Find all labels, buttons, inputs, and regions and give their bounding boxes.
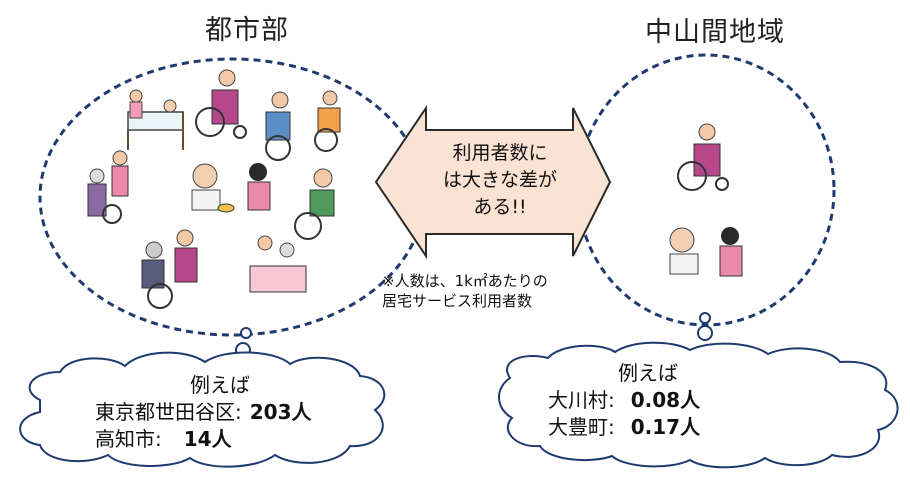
example-place: 大豊町: [548,415,615,439]
example-value: 0.17人 [630,415,701,439]
arrow-label: 利用者数に は大きな差が ある!! [421,140,579,221]
example-value: 203人 [249,400,312,424]
arrow-label-line1: 利用者数に [452,142,548,164]
walking-assist-icon [87,150,129,224]
example-row: 大川村: 0.08人 [548,387,748,414]
bed-care-icon [127,89,184,150]
urban-title: 都市部 [205,15,289,46]
rural-example-heading: 例えば [618,361,678,385]
example-place: 東京都世田谷区: [95,400,242,424]
feeding-care-icon [191,163,271,213]
wheelchair-icon [677,123,729,191]
rural-bubble-connector [697,312,713,341]
wheelchair-icon [265,91,291,161]
footnote-line1: ※人数は、1k㎡あたりの [382,272,548,290]
double-arrow [374,104,612,260]
example-place: 高知市: [95,427,162,451]
people-icons-rural [669,123,743,277]
rural-circle [576,53,836,327]
urban-examples: 例えば 東京都世田谷区: 203人 高知市: 14人 [95,372,325,453]
example-place: 大川村: [548,388,615,412]
rural-examples: 例えば 大川村: 0.08人 大豊町: 0.17人 [548,360,748,441]
rural-cloud [498,341,899,469]
example-row: 東京都世田谷区: 203人 [95,399,325,426]
example-value: 14人 [183,427,232,451]
footnote-line2: 居宅サービス利用者数 [382,292,533,310]
footnote: ※人数は、1k㎡あたりの 居宅サービス利用者数 [382,271,548,311]
feeding-care-icon [669,227,743,277]
urban-example-heading: 例えば [190,373,250,397]
arrow-label-line2: は大きな差が [442,169,557,191]
bath-care-icon [249,235,307,293]
arrow-label-line3: ある!! [473,196,527,218]
example-row: 高知市: 14人 [95,426,325,453]
example-row: 大豊町: 0.17人 [548,414,748,441]
wheelchair-icon [141,229,198,309]
urban-cloud [19,351,386,468]
wheelchair-icon [195,69,247,139]
rural-title: 中山間地域 [645,17,785,48]
wheelchair-icon [314,90,341,152]
example-value: 0.08人 [630,388,701,412]
wheelchair-icon [294,168,335,240]
people-icons-urban [87,69,341,309]
